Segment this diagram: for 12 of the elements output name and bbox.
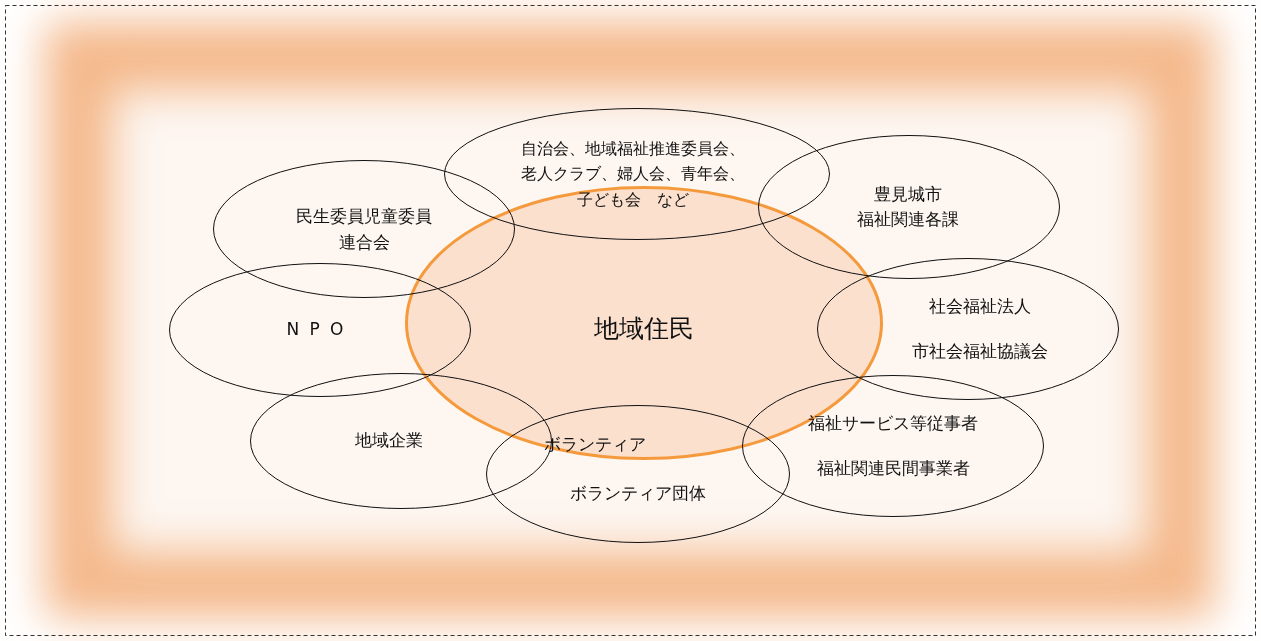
node-label: ボランティア団体 <box>570 482 706 504</box>
node-label: 市社会福祉協議会 <box>912 341 1048 363</box>
node-label: 福祉サービス等従事者 <box>808 412 978 434</box>
node-label: 社会福祉法人 <box>929 295 1031 317</box>
node-label: 民生委員児童委員連合会 <box>295 204 433 254</box>
node-label: NPO <box>286 319 354 341</box>
node-label: 福祉関連各課 <box>857 209 959 231</box>
node-label: 自治会、地域福祉推進委員会、老人クラブ、婦人会、青年会、子ども会 など <box>520 137 746 211</box>
node-label: 地域住民 <box>594 313 694 345</box>
node-label: 地域企業 <box>355 430 423 452</box>
node-label: 福祉関連民間事業者 <box>816 458 970 480</box>
node-label: 豊見城市 <box>874 183 942 205</box>
